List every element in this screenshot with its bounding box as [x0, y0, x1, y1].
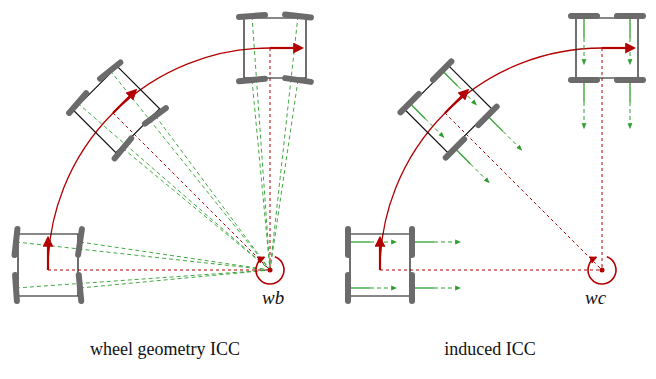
radius-line — [48, 270, 270, 271]
lateral-vector — [370, 288, 396, 289]
lateral-vector — [414, 241, 434, 242]
lateral-vector — [434, 242, 460, 243]
lateral-vector — [470, 164, 488, 182]
wheel — [617, 77, 643, 83]
wheel — [345, 275, 351, 301]
wheel-axis-line — [78, 103, 270, 270]
lateral-vector — [370, 242, 396, 243]
lateral-vector — [414, 287, 434, 288]
lateral-vector — [630, 38, 631, 64]
lateral-vector — [350, 241, 370, 242]
wheel — [100, 62, 120, 78]
wheel-axis-line — [270, 80, 298, 270]
robot — [239, 15, 311, 270]
panel-caption: wheel geometry ICC — [90, 340, 240, 360]
icc-point — [268, 268, 273, 273]
trajectory-arc — [48, 48, 270, 270]
wheel — [433, 61, 451, 79]
wheel — [571, 13, 597, 19]
radius-line — [113, 113, 270, 270]
wheel-axis-line — [252, 80, 270, 270]
wheel — [400, 94, 418, 112]
robot-body — [576, 18, 638, 78]
wheel-axis-line — [155, 116, 270, 270]
lateral-vector — [434, 288, 460, 289]
lateral-vector — [350, 287, 370, 288]
icc-symbol: wb — [262, 288, 284, 309]
wheel — [239, 15, 265, 17]
wheel — [145, 108, 166, 124]
wheel — [15, 229, 18, 255]
lateral-vector — [425, 119, 443, 137]
radius-line — [602, 48, 603, 270]
lateral-vector — [629, 18, 630, 38]
induced-scene — [348, 16, 643, 301]
heading-arrow — [47, 238, 49, 270]
wheel — [285, 78, 311, 82]
lateral-vector — [584, 102, 585, 128]
wheel-axis-line — [123, 148, 270, 270]
wheel — [345, 229, 351, 255]
wheel-axis-line — [80, 270, 270, 288]
robot-body — [405, 66, 491, 152]
icc-point — [600, 268, 605, 273]
panel-caption: induced ICC — [444, 340, 536, 360]
wheel-geometry-scene — [15, 15, 311, 301]
radius-line — [380, 270, 602, 271]
icc-symbol: wc — [585, 288, 606, 309]
lateral-vector — [489, 117, 503, 131]
wheel-axis-line — [16, 242, 270, 270]
lateral-vector — [583, 18, 584, 38]
radius-line — [445, 113, 602, 270]
wheel — [617, 13, 643, 19]
wheel — [285, 15, 311, 18]
wheel — [78, 229, 82, 255]
wheel — [79, 275, 81, 301]
wheel — [239, 79, 265, 81]
robot — [571, 16, 643, 270]
heading-arrow — [113, 90, 136, 113]
lateral-vector — [584, 38, 585, 64]
robot-body — [350, 234, 410, 296]
robot — [15, 229, 270, 301]
lateral-vector — [411, 105, 425, 119]
wheel — [571, 77, 597, 83]
robot — [400, 61, 602, 270]
wheel-axis-line — [110, 71, 270, 270]
heading-arrow — [445, 90, 468, 113]
wheel-axis-line — [16, 270, 270, 288]
robot-body — [244, 18, 306, 78]
wheel-axis-line — [252, 16, 270, 270]
heading-arrow — [602, 47, 634, 49]
lateral-vector — [503, 131, 521, 149]
lateral-vector — [458, 86, 476, 104]
wheel — [409, 229, 415, 255]
wheel — [446, 139, 464, 157]
rotation-arrow — [588, 257, 616, 284]
wheel-axis-line — [80, 242, 270, 270]
heading-arrow — [379, 238, 381, 270]
wheel-axis-line — [270, 16, 298, 270]
robot-body — [18, 234, 78, 296]
wheel — [115, 138, 132, 158]
radius-line — [270, 48, 271, 270]
lateral-vector — [456, 150, 470, 164]
wheel — [409, 275, 415, 301]
wheel — [69, 93, 86, 113]
lateral-vector — [629, 82, 630, 102]
heading-arrow — [270, 47, 302, 49]
lateral-vector — [630, 102, 631, 128]
robot — [69, 62, 270, 270]
wheel — [15, 275, 17, 301]
wheel — [478, 107, 496, 125]
lateral-vector — [583, 82, 584, 102]
robot-body — [73, 66, 159, 152]
robot — [348, 229, 602, 301]
lateral-vector — [444, 72, 458, 86]
trajectory-arc — [380, 48, 602, 270]
rotation-arrow — [256, 257, 284, 284]
